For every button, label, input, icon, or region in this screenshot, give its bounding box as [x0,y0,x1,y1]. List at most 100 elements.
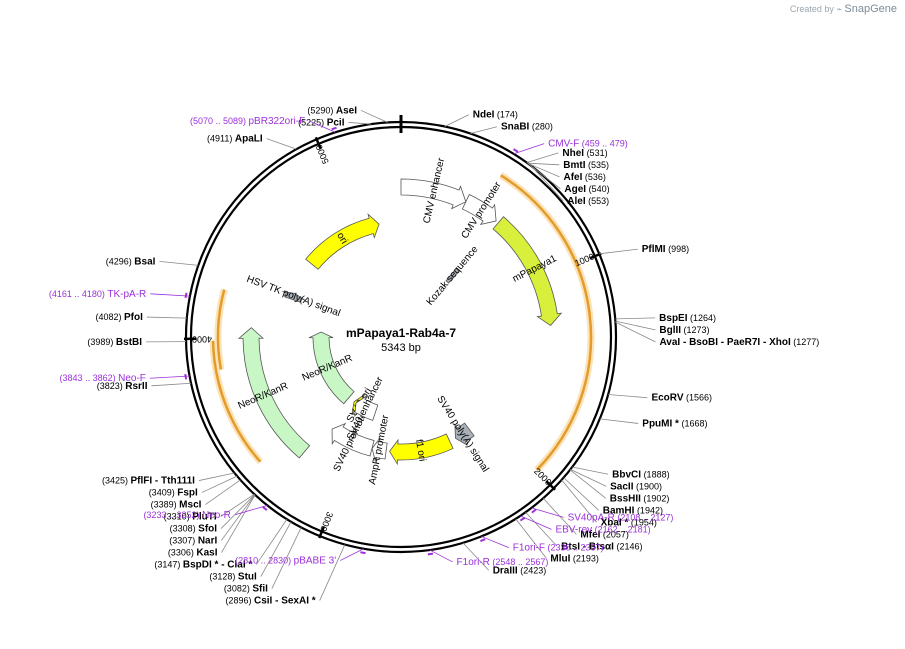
site-nhei[interactable]: NheI (531) [526,148,608,163]
primer-mark [531,508,537,514]
site-leader-line [256,519,288,565]
site-pluti[interactable]: (3310) PluTI [164,493,255,523]
site-afei[interactable]: AfeI (536) [527,162,606,183]
orange-arc-layer [209,172,595,473]
site-leader-line [528,163,561,190]
site-apali[interactable]: (4911) ApaLI [207,134,297,150]
site-leader-line [515,518,547,559]
site-btsi-bts-i[interactable]: BtsI - BtsαI (2146) [525,511,643,552]
primer-layer: CMV-F (459 .. 479) SV40pA-R (2108 .. 2127… [49,116,674,568]
feature-hsv-tk-poly-a-signal[interactable] [282,291,306,303]
feature-sv40-enhancer[interactable] [354,395,379,421]
primer-leader-line [234,505,268,516]
site-bstbi[interactable]: (3989) BstBI [87,337,187,348]
site-agei[interactable]: AgeI (540) [528,163,610,195]
feature-sv40-poly-a-signal[interactable] [454,422,475,446]
tick-label: 4000 [192,334,212,344]
primer-sv40pa-r[interactable]: SV40pA-R (2108 .. 2127) [531,507,673,524]
feature-ampr-promoter[interactable] [371,437,388,462]
site-bspei[interactable]: BspEI (1264) [615,313,716,324]
site-label: NdeI (174) [473,110,518,121]
primer-tk-pa-r[interactable]: (4161 .. 4180) TK-pA-R [49,289,190,300]
site-label: BglII (1273) [659,325,709,336]
primer-mark [513,148,519,153]
feature-neor-kanr[interactable] [308,331,355,405]
site-snabi[interactable]: SnaBI (280) [470,122,553,134]
site-mlui[interactable]: MluI (2193) [515,518,599,564]
site-label: (3308) SfoI [170,524,218,535]
site-asei[interactable]: (5290) AseI [307,105,388,123]
site-rsrii[interactable]: (3823) RsrII [97,381,192,392]
site-kasi[interactable]: (3306) KasI [168,494,256,559]
site-stui[interactable]: (3128) StuI [209,521,292,583]
primer-f1ori-f[interactable]: F1ori-F (2336 .. 2357) [481,536,604,554]
site-pflfi-tth111i[interactable]: (3425) PflFI - Tth111I [102,472,235,487]
tick-mark [589,252,602,260]
primer-mark [331,126,337,131]
site-label: MluI (2193) [550,553,599,564]
primer-pbabe-3[interactable]: (2810 .. 2830) pBABE 3' [235,548,364,567]
site-pflmi[interactable]: PflMI (998) [599,244,689,255]
site-leader-line [348,122,372,125]
feature-ori[interactable] [305,213,380,270]
primer-mark [519,516,526,522]
feature-cmv-enhancer[interactable] [400,178,467,210]
primer-label: F1ori-F (2336 .. 2357) [513,543,604,554]
site-label: SacII (1900) [610,481,662,492]
site-avai-bsobi-paer7i-xhoi[interactable]: AvaI - BsoBI - PaeR7I - XhoI (1277) [615,321,819,348]
site-label: NheI (531) [562,148,607,159]
site-ppumi[interactable]: PpuMI * (1668) [599,418,708,429]
feature-f1-ori[interactable] [389,433,454,466]
feature-mpapaya1[interactable] [492,216,563,326]
site-label: BspEI (1264) [659,313,716,324]
feature-label: ori [334,231,349,246]
site-bbvci[interactable]: BbvCI (1888) [572,466,670,480]
primer-ebv-rev[interactable]: EBV-rev (2162 .. 2181) [520,515,651,536]
site-ecorv[interactable]: EcoRV (1566) [608,393,712,404]
site-leader-line [615,321,656,343]
feature-kozak-sequence[interactable] [445,267,460,284]
site-csii-sexai[interactable]: (2896) CsiI - SexAI * [225,544,346,607]
site-fspi[interactable]: (3409) FspI [149,475,238,499]
site-leader-line [570,469,607,487]
feature-sv40-promoter[interactable] [331,422,375,457]
site-leader-line [615,317,656,320]
site-bsai[interactable]: (4296) BsaI [106,256,199,267]
site-label: AvaI - BsoBI - PaeR7I - XhoI (1277) [659,337,819,348]
snapgene-brand: SnapGene [844,3,897,15]
primer-leader-line [531,507,564,518]
site-bglii[interactable]: BglII (1273) [615,320,710,336]
tick-label: 5000 [314,143,331,165]
site-msci[interactable]: (3389) MscI [151,479,241,511]
site-draiii[interactable]: DraIII (2423) [462,542,546,576]
site-bspdi-clai[interactable]: (3147) BspDI * - ClaI * [154,519,288,571]
site-bmti[interactable]: BmtI (535) [527,160,610,171]
site-pfoi[interactable]: (4082) PfoI [95,312,187,323]
site-xbai[interactable]: XbaI * (1954) [561,479,657,528]
primer-pbr322ori-f[interactable]: (5070 .. 5089) pBR322ori-F [190,116,336,133]
site-nari[interactable]: (3307) NarI [169,494,256,547]
primer-f1ori-r[interactable]: F1ori-R (2548 .. 2567) [429,549,549,568]
site-bsshii[interactable]: BssHII (1902) [569,469,669,504]
site-leader-line [527,162,560,166]
site-ndei[interactable]: NdeI (174) [444,110,518,127]
site-bamhi[interactable]: BamHI (1942) [563,477,663,517]
site-sfii[interactable]: (3082) SfiI [224,527,302,595]
site-sacii[interactable]: SacII (1900) [570,469,662,492]
site-alei[interactable]: AleI (553) [530,165,609,207]
feature-cmv-promoter[interactable] [461,193,497,225]
primer-label: (4161 .. 4180) TK-pA-R [49,289,146,300]
primer-neo-f[interactable]: (3843 .. 3862) Neo-F [60,373,190,384]
feature-neor-kanr[interactable] [237,327,311,459]
site-sfoi[interactable]: (3308) SfoI [170,494,255,535]
feature-label: HSV TK poly(A) signal [245,274,342,319]
primer-cmv-f[interactable]: CMV-F (459 .. 479) [513,139,628,155]
orange-arc [211,340,262,463]
tick-mark [314,136,322,149]
site-leader-line [266,138,297,150]
primer-neo-r[interactable]: (3233 .. 3252) Neo-R [143,505,268,521]
primer-leader-line [513,143,545,155]
site-layer: NdeI (174)SnaBI (280) NheI (531)BmtI (535… [87,105,819,606]
snapgene-watermark: Created by ⌁ SnapGene [790,3,897,15]
